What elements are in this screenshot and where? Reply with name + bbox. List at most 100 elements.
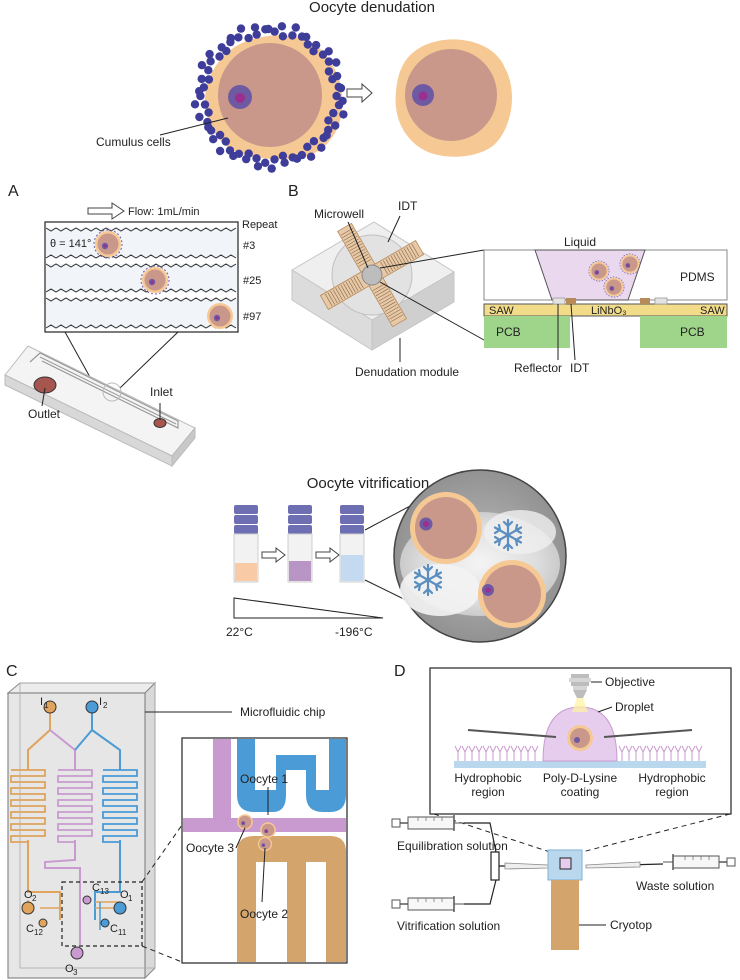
cryotop-device	[547, 849, 583, 950]
cumulus-cell	[197, 74, 206, 84]
module-label: Denudation module	[355, 365, 459, 379]
vial-3	[339, 504, 365, 583]
chip-label: Microfluidic chip	[240, 705, 326, 719]
c12-label: C	[26, 923, 34, 935]
cumulus-cell	[261, 158, 270, 167]
c13-label: C	[92, 882, 100, 894]
cumulus-cell	[324, 57, 334, 66]
pcb-left-label: PCB	[496, 325, 521, 339]
cumulus-cells-label: Cumulus cells	[96, 135, 171, 149]
cumulus-cell	[332, 91, 341, 101]
droplet-label: Droplet	[615, 700, 654, 714]
cumulus-cell	[277, 22, 287, 31]
cumulus-cell	[204, 66, 213, 75]
cumulus-cell	[306, 152, 316, 161]
cumulus-cell	[204, 75, 214, 84]
o3-label: O	[65, 963, 74, 975]
objective-icon	[569, 674, 591, 712]
vial-1	[233, 504, 259, 583]
panel-b-letter: B	[288, 183, 299, 200]
idt-label: IDT	[398, 199, 418, 213]
cumulus-cell	[205, 49, 214, 59]
o3-sub: 3	[73, 968, 78, 977]
cumulus-cell	[217, 43, 226, 52]
theta-label: θ = 141°	[50, 238, 91, 250]
cumulus-cell	[197, 60, 207, 70]
microwell-label: Microwell	[314, 207, 364, 221]
outlet-label: Outlet	[28, 407, 61, 421]
droplet-zoom	[429, 667, 732, 815]
cumulus-cell	[195, 112, 204, 122]
cumulus-cell	[244, 33, 253, 43]
inlet-label: Inlet	[150, 385, 173, 399]
cumulus-cell	[324, 116, 333, 125]
cumulus-cell	[209, 135, 218, 144]
o2-label: O	[24, 889, 33, 901]
cumulus-cell	[236, 24, 246, 33]
oocyte-1-label: Oocyte 1	[240, 772, 288, 786]
needle-left	[504, 862, 549, 870]
vitrification-title: Oocyte vitrification	[307, 475, 430, 492]
c11-label: C	[110, 923, 118, 935]
cumulus-cell	[270, 155, 279, 164]
cumulus-cell	[215, 146, 225, 156]
inlet-1-label: I	[40, 696, 43, 708]
cumulus-cell	[253, 162, 263, 171]
cumulus-cell	[324, 47, 333, 56]
vitrified-oocytes-zoom	[393, 469, 567, 643]
cumulus-cell	[336, 83, 346, 93]
liquid-label: Liquid	[564, 235, 596, 249]
cumulus-cell	[250, 23, 260, 32]
oocyte-with-cumulus	[190, 22, 348, 173]
needle-right	[585, 861, 641, 869]
cumulus-cell	[338, 96, 347, 106]
cumulus-cells	[190, 22, 348, 173]
cumulus-cell	[317, 143, 326, 152]
cumulus-cell	[226, 33, 235, 43]
coating-2: coating	[561, 785, 600, 799]
cumulus-cell	[206, 57, 215, 66]
panel-c-letter: C	[6, 663, 18, 680]
temperature-ramp	[233, 597, 384, 619]
denuded-oocyte	[395, 39, 512, 157]
cumulus-cell	[278, 32, 288, 41]
repeat-header: Repeat	[242, 219, 277, 231]
inlet-2-label: I	[99, 696, 102, 708]
cumulus-cell	[221, 137, 230, 146]
cumulus-cell	[204, 123, 213, 132]
cumulus-cell	[242, 154, 251, 164]
denudation-module	[291, 221, 455, 351]
cumulus-cell	[302, 32, 311, 42]
c11-sub: 11	[118, 928, 127, 937]
reflector-label: Reflector	[514, 361, 562, 375]
cumulus-cell	[331, 121, 340, 130]
hydrophobic-left-2: region	[471, 785, 504, 799]
repeat-25: #25	[243, 275, 261, 287]
cumulus-cell	[252, 154, 261, 163]
top-title: Oocyte denudation	[309, 0, 435, 16]
repeat-97: #97	[243, 311, 261, 323]
inlet-2-sub: 2	[103, 701, 108, 710]
cumulus-cell	[291, 23, 300, 32]
cumulus-cell	[215, 52, 224, 61]
syringe-vitrification	[391, 895, 465, 913]
hydrophobic-right-1: Hydrophobic	[638, 771, 705, 785]
cumulus-cell	[280, 158, 289, 167]
cumulus-cell	[303, 142, 312, 151]
flow-arrow-icon	[87, 202, 125, 220]
cumulus-cell	[278, 151, 288, 160]
channel-zoom-box	[44, 221, 239, 333]
cumulus-cell	[195, 87, 204, 96]
saw-left-label: SAW	[489, 305, 514, 317]
cumulus-cell	[234, 33, 243, 42]
arrow-right-icon	[346, 82, 373, 104]
hydrophobic-left-1: Hydrophobic	[454, 771, 521, 785]
saw-right-label: SAW	[700, 305, 725, 317]
cumulus-cell	[311, 40, 321, 50]
cumulus-cell	[252, 30, 261, 39]
cross-section	[483, 249, 728, 348]
cumulus-cell	[190, 100, 200, 109]
o1-sub: 1	[128, 894, 133, 903]
arrow-right-icon	[261, 546, 286, 564]
